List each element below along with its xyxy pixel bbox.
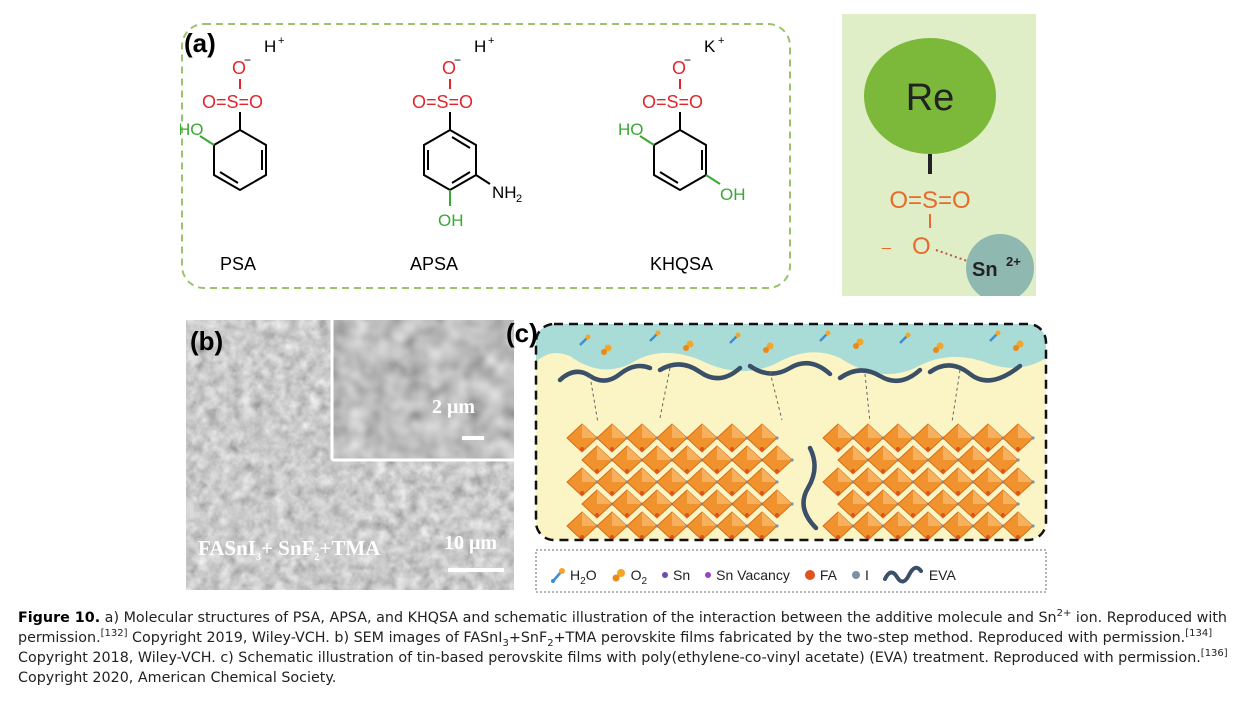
- sample-formula: FASnI3+ SnF2+TMA: [198, 536, 381, 564]
- panel-b: (b) 2 μm FASnI3+ SnF2+TMA 10 μm: [186, 320, 514, 590]
- molecule-label-apsa: APSA: [410, 254, 458, 274]
- re-label: Re: [906, 77, 955, 119]
- legend: H2O O2 Sn Sn Vacancy FA I EVA: [550, 562, 1046, 588]
- svg-text:_: _: [881, 233, 892, 250]
- eva-icon: [882, 565, 923, 584]
- panel-letter-b: (b): [190, 326, 224, 356]
- counter-ion: H: [264, 37, 276, 56]
- sn-label: Sn: [972, 259, 998, 281]
- svg-text:O: O: [442, 58, 456, 78]
- panel-a-structures: H + O − O=S=O HO PSA H + O − O=S=O: [178, 23, 791, 289]
- sn-icon: [662, 572, 669, 578]
- molecule-apsa: H + O − O=S=O NH 2 OH APSA: [410, 35, 522, 274]
- main-scale-label: 10 μm: [444, 532, 497, 554]
- so2-group: O=S=O: [889, 187, 970, 214]
- water-layer: [536, 324, 1046, 375]
- svg-text:K: K: [704, 37, 716, 56]
- perovskite-schematic: [534, 322, 1048, 593]
- legend-item-iodide: I: [851, 567, 869, 583]
- molecule-label-psa: PSA: [220, 254, 256, 274]
- sem-inset: [330, 320, 514, 462]
- figure-caption: Figure 10. a) Molecular structures of PS…: [18, 608, 1228, 686]
- svg-text:O=S=O: O=S=O: [642, 92, 703, 112]
- svg-text:+: +: [718, 35, 724, 47]
- ambient-molecules: [579, 330, 1024, 355]
- legend-item-o2: O2: [611, 567, 647, 586]
- eva-polymer-chains: [557, 360, 1023, 531]
- o2-icon: [612, 569, 625, 582]
- panel-letter-c: (c): [506, 318, 538, 348]
- svg-text:−: −: [244, 53, 251, 67]
- sem-image: [186, 320, 514, 590]
- o-minus: O: [912, 233, 931, 260]
- legend-item-h2o: H2O: [550, 567, 597, 586]
- caption-label: Figure 10.: [18, 610, 101, 626]
- svg-text:+: +: [488, 35, 494, 47]
- legend-item-sn-vacancy: Sn Vacancy: [704, 567, 790, 583]
- legend-item-sn: Sn: [661, 567, 690, 583]
- legend-item-fa: FA: [804, 567, 837, 583]
- molecule-psa: H + O − O=S=O HO PSA: [178, 35, 284, 274]
- molecule-label-khqsa: KHQSA: [650, 254, 713, 274]
- fa-icon: [804, 570, 815, 580]
- svg-text:HO: HO: [180, 120, 204, 139]
- svg-text:−: −: [684, 53, 691, 67]
- svg-text:O: O: [672, 58, 686, 78]
- svg-text:+: +: [278, 35, 284, 47]
- panel-a: H + O − O=S=O HO PSA H + O − O=S=O: [178, 22, 794, 290]
- panel-c: (c) H2O O2 Sn Sn Vacancy FA I EVA: [506, 318, 1052, 600]
- svg-text:NH: NH: [492, 183, 517, 202]
- svg-text:HO: HO: [618, 120, 644, 139]
- inset-scale-label: 2 μm: [432, 396, 475, 418]
- perovskite-crystals: [566, 423, 1035, 540]
- svg-text:2+: 2+: [1006, 254, 1021, 269]
- svg-text:−: −: [454, 53, 461, 67]
- svg-text:O=S=O: O=S=O: [202, 92, 263, 112]
- sn-vacancy-icon: [705, 572, 712, 578]
- panel-letter-a: (a): [184, 28, 216, 58]
- iodide-icon: [851, 571, 860, 579]
- svg-text:H: H: [474, 37, 486, 56]
- svg-text:O: O: [232, 58, 246, 78]
- legend-item-eva: EVA: [882, 565, 956, 585]
- svg-text:O=S=O: O=S=O: [412, 92, 473, 112]
- molecule-khqsa: K + O − O=S=O HO OH KHQSA: [618, 35, 746, 274]
- svg-text:OH: OH: [438, 211, 464, 230]
- svg-text:OH: OH: [720, 185, 746, 204]
- h2o-icon: [551, 568, 565, 583]
- svg-text:2: 2: [516, 193, 522, 205]
- panel-a-schematic: Re O=S=O _ O Sn 2+: [842, 14, 1036, 302]
